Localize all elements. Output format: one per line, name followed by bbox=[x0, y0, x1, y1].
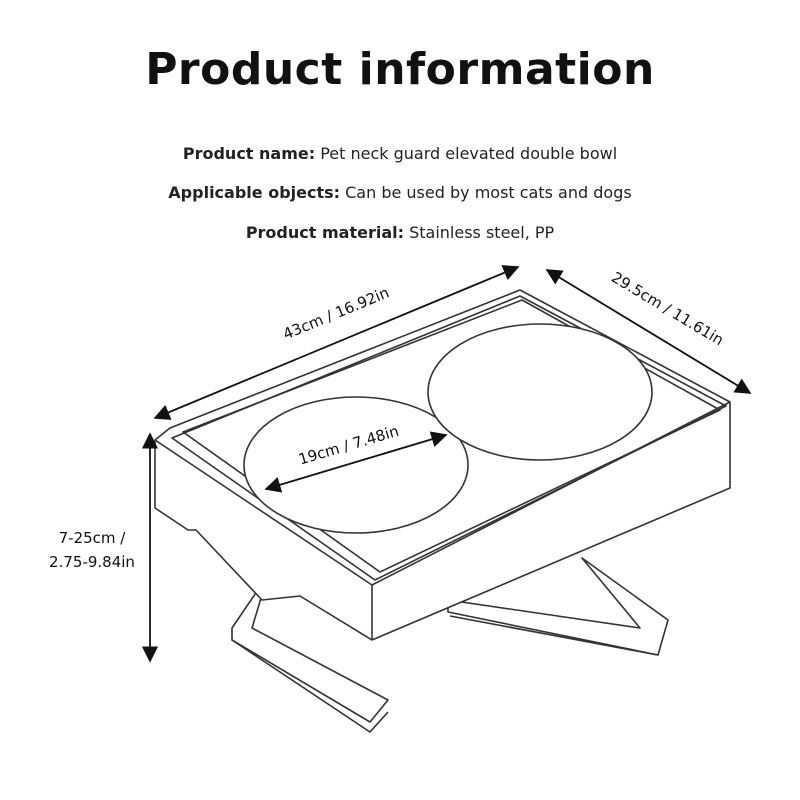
info-key: Product name: bbox=[182, 144, 316, 163]
info-key: Applicable objects: bbox=[168, 183, 341, 202]
info-value: Can be used by most cats and dogs bbox=[345, 183, 632, 202]
bowl-left bbox=[243, 396, 469, 534]
info-product-material: Product material: Stainless steel, PP bbox=[0, 223, 800, 242]
height-label-line1: 7-25cm / bbox=[59, 529, 127, 547]
bowl-right bbox=[427, 323, 653, 461]
info-value: Stainless steel, PP bbox=[409, 223, 555, 242]
width-arrow bbox=[545, 269, 752, 394]
info-value: Pet neck guard elevated double bowl bbox=[320, 144, 618, 163]
page-title: Product information bbox=[145, 44, 655, 95]
bowl-diameter-arrow bbox=[264, 431, 448, 493]
length-label: 43cm / 16.92in bbox=[280, 283, 391, 343]
length-arrow bbox=[153, 265, 520, 420]
stand bbox=[231, 557, 669, 733]
width-label: 29.5cm / 11.61in bbox=[608, 268, 727, 349]
info-applicable-objects: Applicable objects: Can be used by most … bbox=[0, 183, 800, 202]
height-label-line2: 2.75-9.84in bbox=[49, 553, 135, 571]
info-product-name: Product name: Pet neck guard elevated do… bbox=[0, 144, 800, 163]
info-key: Product material: bbox=[245, 223, 404, 242]
